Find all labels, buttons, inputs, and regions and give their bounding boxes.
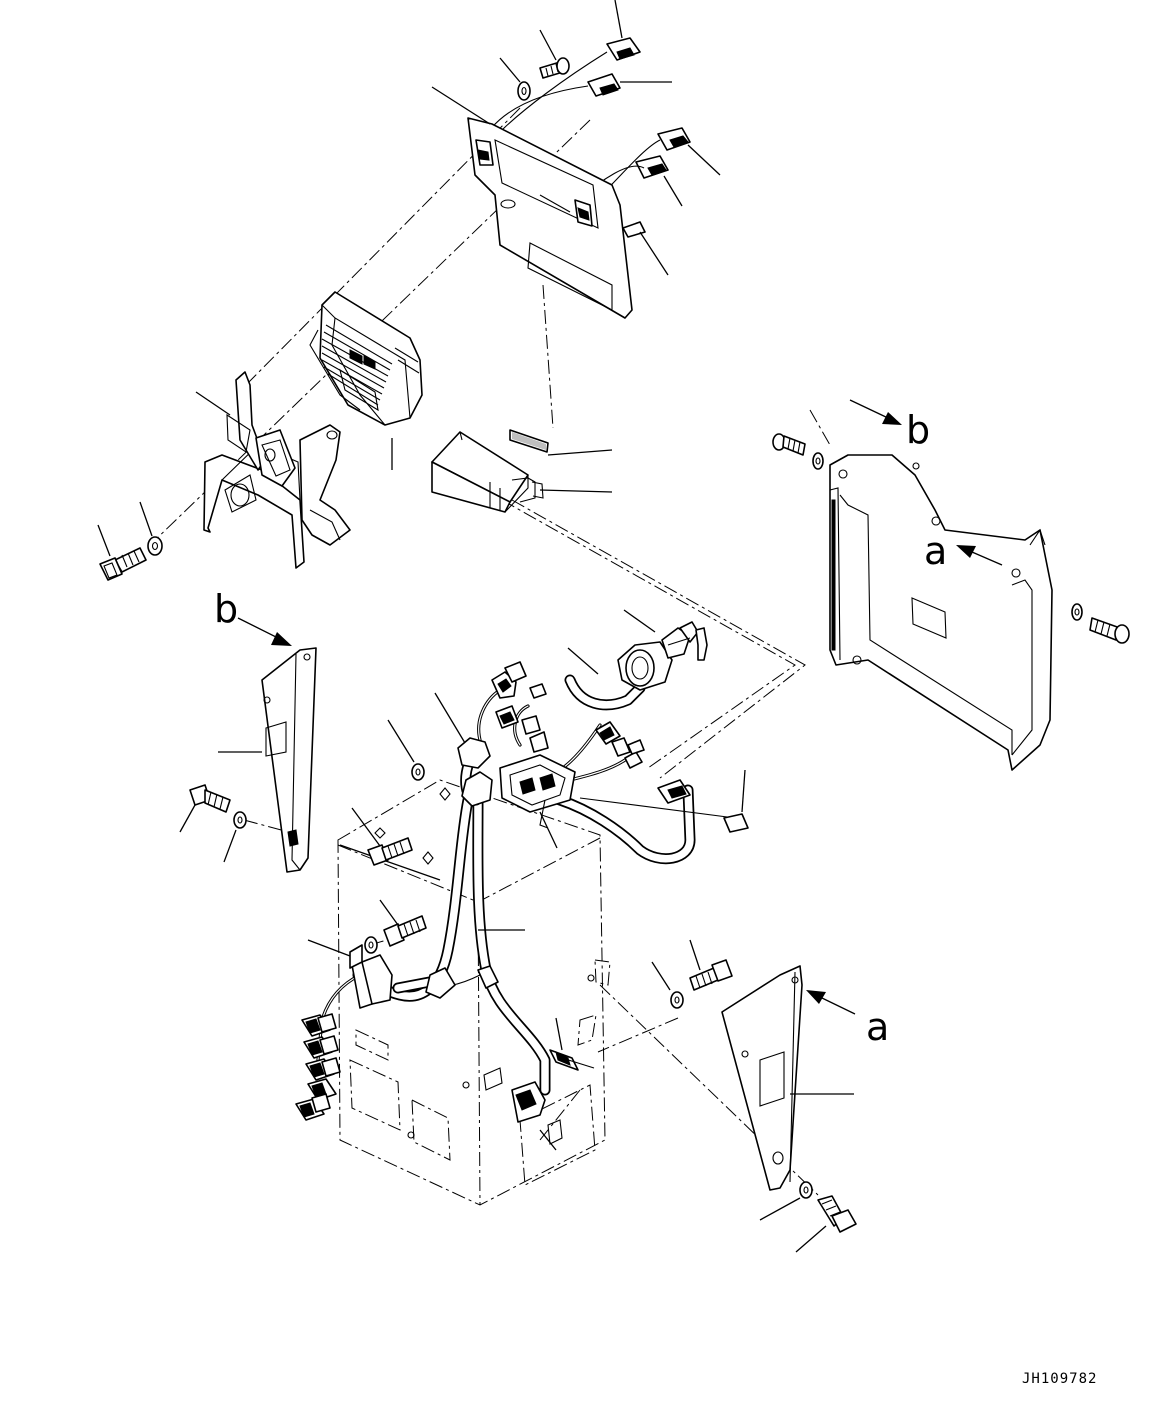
view-b-arrow-left: b bbox=[214, 587, 292, 646]
front-cover-bolt-top bbox=[689, 939, 733, 991]
drawing-number: JH109782 bbox=[1022, 1371, 1097, 1387]
view-label-a-panel: a bbox=[924, 529, 947, 573]
top-connector-3 bbox=[657, 127, 721, 176]
top-connector-2 bbox=[587, 73, 672, 97]
top-bolt bbox=[539, 29, 570, 79]
view-b-arrow-top: b bbox=[849, 399, 930, 452]
harness-connector-bottom bbox=[511, 1081, 557, 1151]
view-label-a-front: a bbox=[866, 1005, 889, 1049]
frame-mount-bracket bbox=[577, 959, 611, 1046]
ignition-switch bbox=[567, 609, 708, 691]
relay-box bbox=[431, 431, 613, 513]
front-cover-right bbox=[721, 965, 854, 1191]
mounting-bracket-left bbox=[195, 371, 351, 569]
main-wiring-harness bbox=[316, 674, 736, 1096]
side-cover-left bbox=[218, 647, 317, 873]
side-cover-right-washer-top bbox=[812, 452, 824, 470]
side-cover-right-washer-bottom bbox=[1071, 603, 1083, 621]
top-washer bbox=[499, 57, 531, 101]
top-connector-1 bbox=[606, 0, 641, 61]
harness-connectors-left-stack bbox=[295, 1013, 341, 1121]
front-cover-bolt-bottom bbox=[795, 1195, 857, 1253]
controller-unit bbox=[309, 291, 423, 470]
harness-bracket-clip bbox=[307, 939, 363, 969]
relay-label-sticker bbox=[509, 429, 613, 456]
harness-junction-block bbox=[434, 692, 576, 849]
front-cover-washer-bottom bbox=[759, 1181, 813, 1221]
harness-connectors-top bbox=[491, 661, 645, 769]
front-cover-washer-top bbox=[651, 961, 684, 1009]
side-cover-right-bolt-top bbox=[772, 433, 806, 456]
bracket-bolt bbox=[97, 524, 147, 581]
view-label-b-left: b bbox=[214, 587, 238, 631]
view-a-arrow-front: a bbox=[806, 990, 889, 1049]
monitor-mounting-plate bbox=[431, 86, 633, 319]
harness-grommets bbox=[351, 737, 499, 1009]
view-label-b-top: b bbox=[906, 408, 930, 452]
view-a-arrow-right-panel: a bbox=[924, 529, 1003, 573]
harness-washer-upper bbox=[387, 719, 425, 781]
harness-washer-middle bbox=[364, 936, 378, 954]
left-cover-washer bbox=[223, 811, 247, 863]
left-cover-bolt bbox=[179, 784, 231, 833]
harness-bolt-upper bbox=[351, 807, 413, 866]
harness-bolt-middle bbox=[379, 899, 427, 947]
side-cover-right bbox=[829, 454, 1053, 771]
side-cover-right-bolt-bottom bbox=[1089, 617, 1130, 644]
bracket-washer bbox=[139, 501, 163, 556]
diagnostic-connector-right bbox=[657, 769, 749, 833]
harness-clamp-label bbox=[549, 1017, 595, 1071]
plate-label-sticker bbox=[622, 221, 669, 276]
top-connector-4 bbox=[635, 155, 683, 207]
